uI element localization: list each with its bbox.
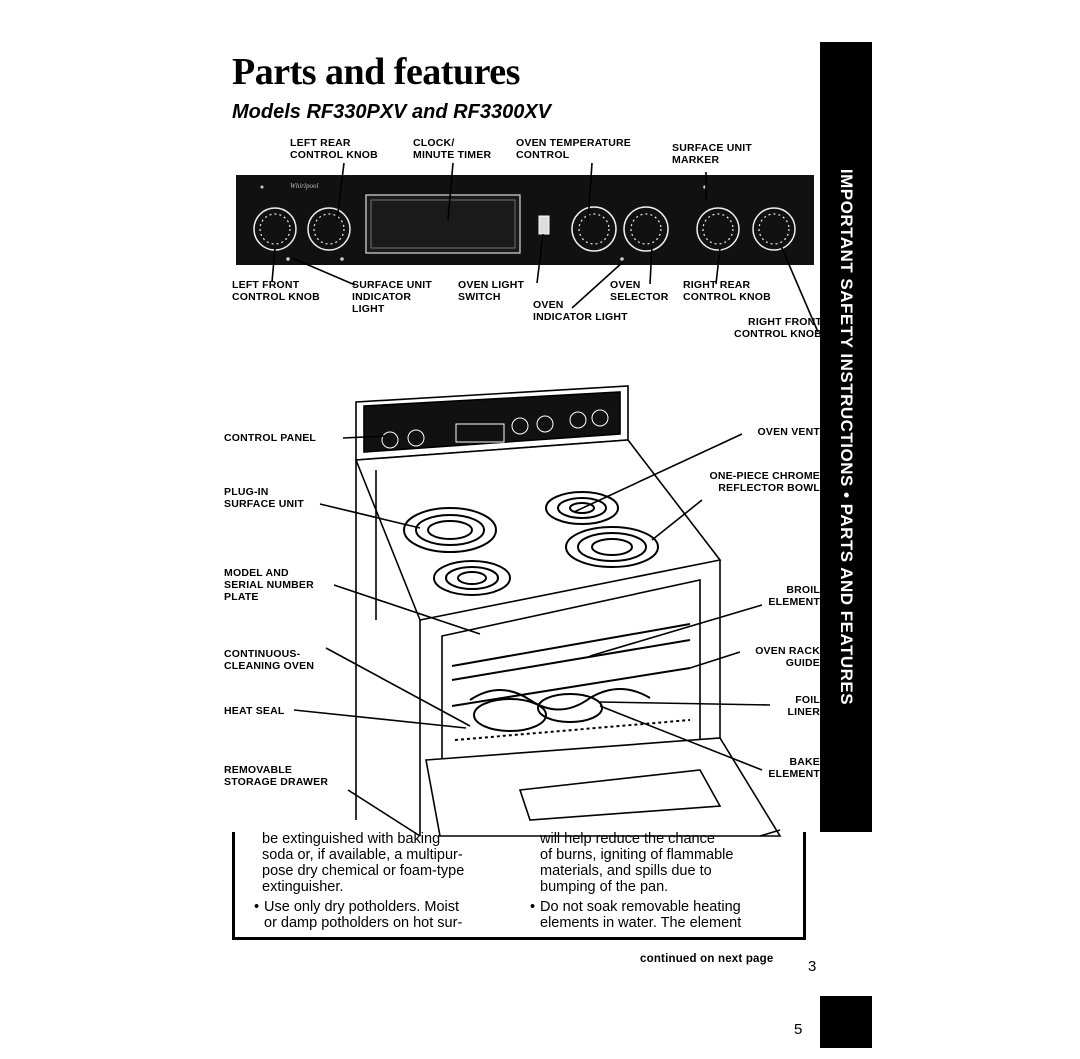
label-model-serial-plate: MODEL AND SERIAL NUMBER PLATE xyxy=(224,567,314,603)
label-oven-indicator-light: OVEN INDICATOR LIGHT xyxy=(533,299,628,323)
label-left-front-knob: LEFT FRONT CONTROL KNOB xyxy=(232,279,320,303)
label-broil-element: BROIL ELEMENT xyxy=(768,584,820,608)
left-col-paragraph: soda or, if available, a multipur- pose … xyxy=(262,847,465,895)
label-storage-drawer: REMOVABLE STORAGE DRAWER xyxy=(224,764,329,788)
right-col-paragraph: of burns, igniting of flammable material… xyxy=(540,847,734,895)
surface-coils xyxy=(403,491,659,596)
label-foil-liner: FOIL LINER xyxy=(787,694,820,718)
label-surface-unit-marker: SURFACE UNIT MARKER xyxy=(672,142,752,166)
label-left-rear-knob: LEFT REAR CONTROL KNOB xyxy=(290,137,378,161)
label-continuous-cleaning-oven: CONTINUOUS- CLEANING OVEN xyxy=(224,648,315,672)
page-number: 5 xyxy=(794,1021,803,1038)
right-col-line1: will help reduce the chance xyxy=(540,831,715,847)
page-title: Parts and features xyxy=(232,51,520,93)
right-col-bullet: Do not soak removable heating elements i… xyxy=(530,899,741,931)
label-oven-temp-control: OVEN TEMPERATURE CONTROL xyxy=(516,137,632,161)
page-subtitle: Models RF330PXV and RF3300XV xyxy=(232,101,552,123)
left-col-line1: be extinguished with baking xyxy=(262,831,441,847)
sidebar-tab: IMPORTANT SAFETY INSTRUCTIONS • PARTS AN… xyxy=(820,42,872,832)
clock-display xyxy=(365,194,521,254)
label-plug-in-surface-unit: PLUG-IN SURFACE UNIT xyxy=(224,486,304,510)
oven-racks xyxy=(451,623,691,741)
label-bake-element: BAKE ELEMENT xyxy=(768,756,820,780)
inner-page-number: 3 xyxy=(808,958,817,975)
label-oven-selector: OVEN SELECTOR xyxy=(610,279,669,303)
continued-note: continued on next page xyxy=(640,953,774,965)
continued-text-box xyxy=(232,832,806,940)
label-oven-light-switch: OVEN LIGHT SWITCH xyxy=(458,279,525,303)
label-oven-rack-guide: OVEN RACK GUIDE xyxy=(755,645,820,669)
brand-logo: Whirlpool xyxy=(290,182,318,190)
thumb-tab xyxy=(820,996,872,1048)
label-control-panel: CONTROL PANEL xyxy=(224,432,317,444)
label-oven-vent: OVEN VENT xyxy=(757,426,820,438)
label-chrome-bowl: ONE-PIECE CHROME REFLECTOR BOWL xyxy=(709,470,820,494)
left-col-bullet: Use only dry potholders. Moist or damp p… xyxy=(254,899,462,931)
label-clock-timer: CLOCK/ MINUTE TIMER xyxy=(413,137,492,161)
panel-leader-lines xyxy=(271,162,819,333)
label-right-rear-knob: RIGHT REAR CONTROL KNOB xyxy=(683,279,771,303)
oven-light-switch-graphic xyxy=(538,215,550,235)
range-leader-lines xyxy=(293,433,781,837)
label-surface-indicator-light: SURFACE UNIT INDICATOR LIGHT xyxy=(352,279,432,315)
label-heat-seal: HEAT SEAL xyxy=(224,705,285,717)
